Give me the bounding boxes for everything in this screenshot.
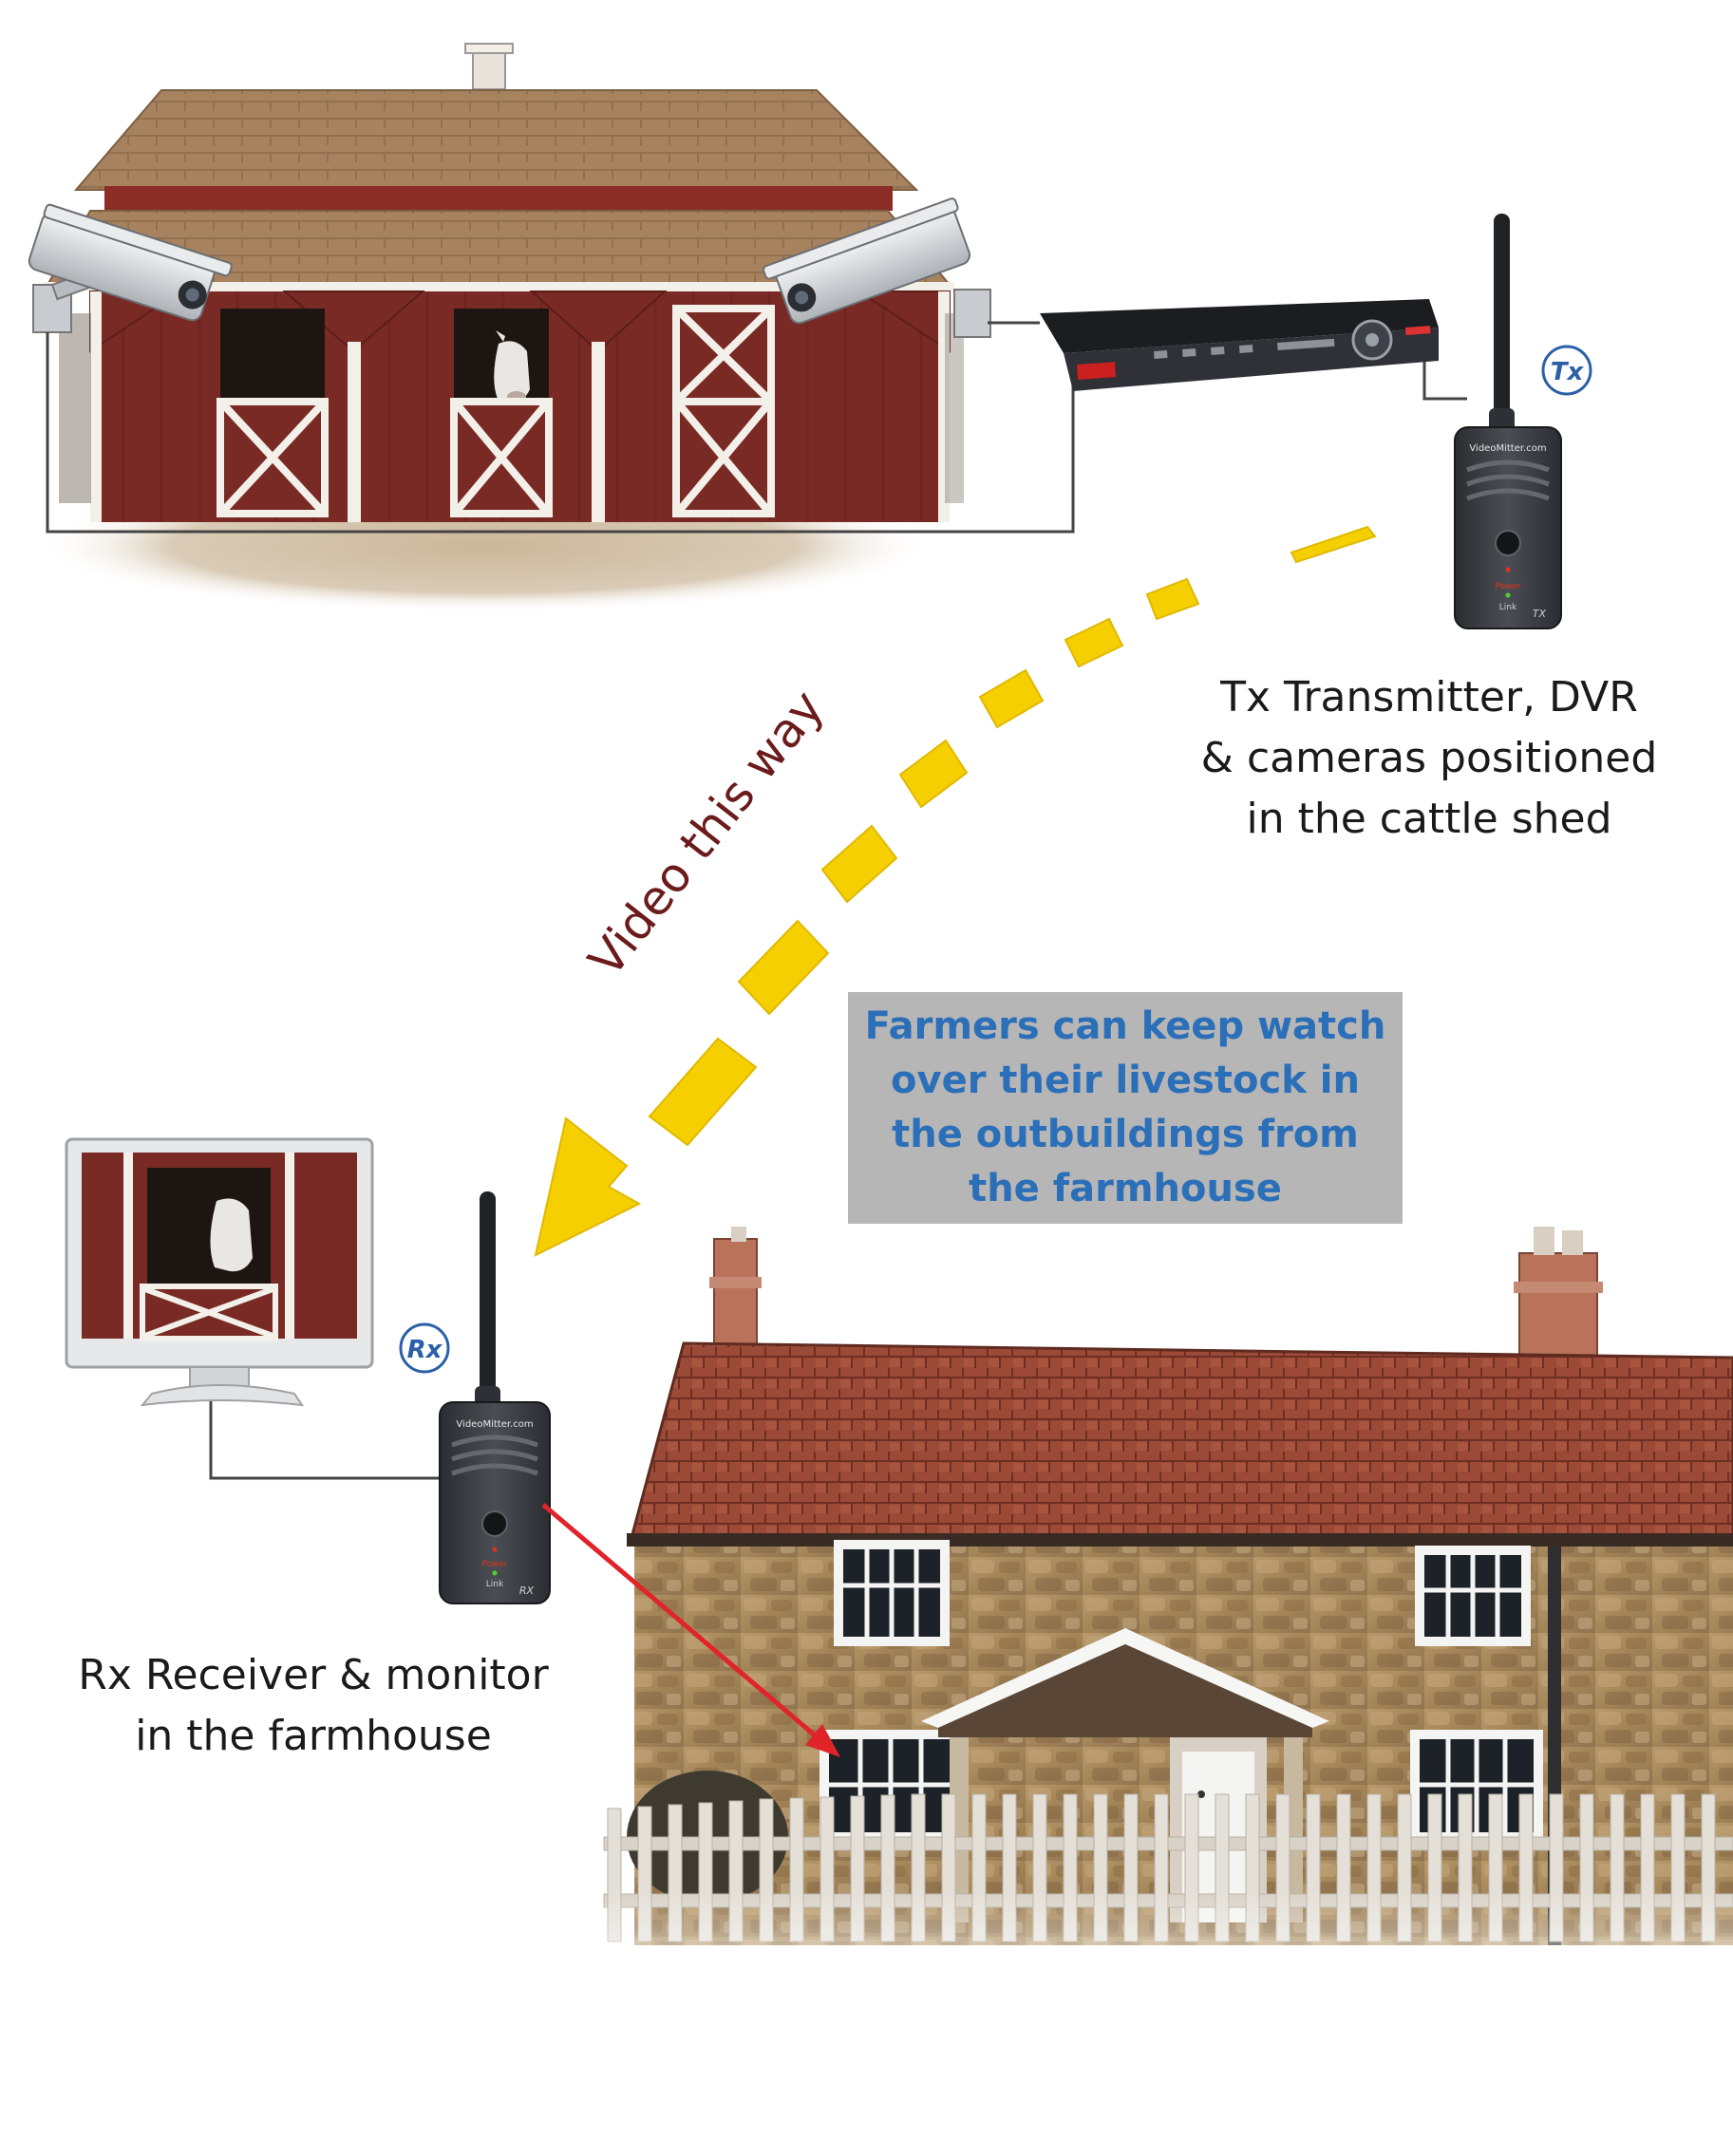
tx-model-label: TX: [1533, 608, 1547, 620]
tx-caption-line: in the cattle shed: [1246, 795, 1612, 843]
upper-window-right: [1415, 1546, 1531, 1646]
tx-brand: VideoMitter.com: [1469, 443, 1546, 454]
link-arrow: [541, 1503, 840, 1757]
rx-link-label: Link: [486, 1580, 504, 1589]
upper-window-left: [834, 1540, 950, 1646]
callout-box: Farmers can keep watch over their livest…: [848, 992, 1403, 1224]
rx-power-label: Power: [481, 1560, 508, 1569]
video-signal-arrow: [534, 525, 1377, 1257]
rx-power-button: [481, 1510, 508, 1537]
monitor: [65, 1137, 446, 1480]
security-camera-left: [28, 203, 233, 333]
barn: [38, 43, 964, 612]
tx-badge-label: Tx: [1551, 358, 1585, 386]
rx-caption-line: in the farmhouse: [135, 1712, 492, 1760]
tx-caption: Tx Transmitter, DVR & cameras positioned…: [1173, 667, 1686, 850]
tx-power-label: Power: [1495, 582, 1521, 591]
callout-line: Farmers can keep watch: [864, 1004, 1386, 1048]
tx-transmitter: VideoMitter.com Power Link TX: [1454, 214, 1562, 629]
rx-brand: VideoMitter.com: [456, 1419, 533, 1430]
security-camera-right: [762, 197, 991, 338]
rx-caption: Rx Receiver & monitor in the farmhouse: [57, 1645, 570, 1767]
rx-badge: Rx: [399, 1322, 450, 1374]
callout-line: over their livestock in: [891, 1059, 1360, 1102]
callout-line: the farmhouse: [969, 1167, 1282, 1210]
rx-caption-line: Rx Receiver & monitor: [78, 1651, 549, 1699]
rx-receiver: VideoMitter.com Power Link RX: [439, 1191, 551, 1604]
tx-badge: Tx: [1541, 345, 1592, 396]
callout-line: the outbuildings from: [892, 1113, 1359, 1156]
farmhouse: [589, 1227, 1733, 2022]
rx-badge-label: Rx: [407, 1336, 443, 1364]
tx-caption-line: & cameras positioned: [1200, 734, 1658, 782]
monitor-screen-image: [123, 1153, 294, 1341]
tx-caption-line: Tx Transmitter, DVR: [1220, 673, 1638, 722]
dvr-recorder: [1040, 299, 1439, 391]
tx-power-button: [1495, 530, 1521, 556]
tx-link-label: Link: [1499, 603, 1517, 612]
rx-model-label: RX: [519, 1584, 535, 1597]
